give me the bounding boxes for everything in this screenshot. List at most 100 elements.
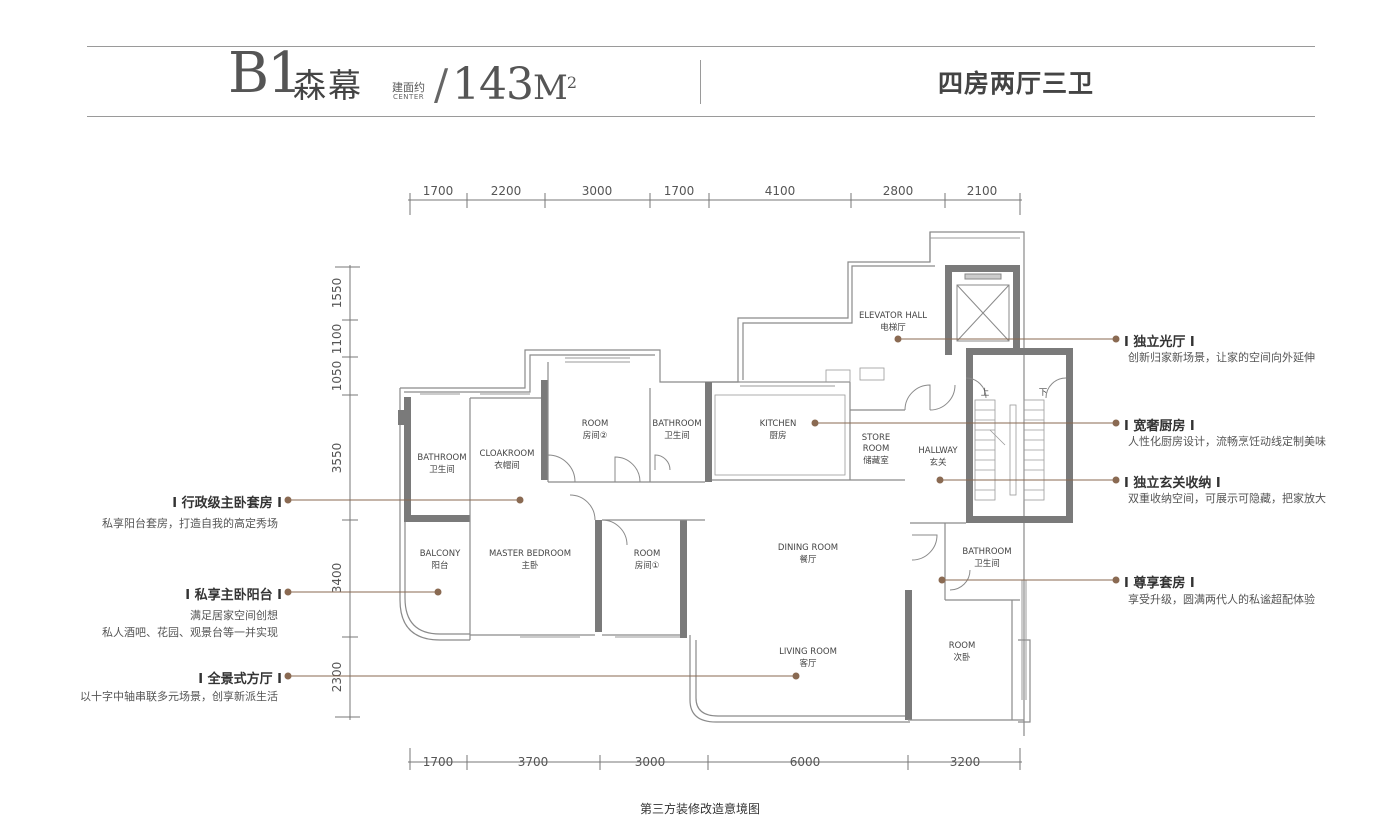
dim-top-6: 2100	[967, 184, 998, 198]
dim-left-4: 3400	[330, 563, 344, 594]
room2-cn: 房间②	[583, 430, 608, 441]
dim-top-3: 1700	[664, 184, 695, 198]
dining-cn: 餐厅	[799, 555, 817, 565]
dot-balcony	[434, 588, 442, 596]
area-number: 143	[452, 59, 534, 110]
elevator-shaft	[956, 273, 1010, 342]
bathroom2-cn: 卫生间	[429, 464, 455, 475]
dim-left-1: 1100	[330, 324, 344, 355]
feature-kitchen-desc: 人性化厨房设计，流畅烹饪动线定制美味	[1128, 435, 1326, 448]
dim-top-2: 3000	[582, 184, 613, 198]
stair-down: 下	[1039, 388, 1048, 398]
bathroom1-cn: 卫生间	[664, 430, 690, 441]
dim-bottom-2: 3000	[635, 755, 666, 769]
dim-bottom-1: 3700	[518, 755, 549, 769]
interior-walls	[469, 362, 1024, 721]
kitchen-en: KITCHEN	[760, 419, 797, 429]
dim-left-0: 1550	[330, 278, 344, 309]
balcony-cn: 阳台	[431, 560, 448, 571]
feature-balcony-desc2: 私人酒吧、花园、观景台等一并实现	[102, 626, 278, 639]
dot-kitchen	[811, 419, 819, 427]
windows	[420, 237, 1027, 700]
kitchen-counter	[714, 367, 885, 476]
dot-living	[792, 672, 800, 680]
store-en1: STORE	[862, 433, 891, 443]
elevator-hall-en: ELEVATOR HALL	[859, 311, 927, 321]
dim-top-0: 1700	[423, 184, 454, 198]
feature-suite-title: I 尊享套房 I	[1124, 576, 1195, 591]
master-bedroom-cn: 主卧	[521, 560, 539, 571]
title-slash: /	[434, 60, 449, 109]
title-separator	[700, 60, 701, 104]
area-value: 143M2	[452, 59, 577, 113]
dim-top-4: 4100	[765, 184, 796, 198]
structural-walls	[398, 265, 1073, 720]
hallway-cn: 玄关	[929, 457, 947, 468]
living-en: LIVING ROOM	[779, 647, 837, 657]
caption: 第三方装修改造意境图	[639, 802, 760, 816]
bathroom1-en: BATHROOM	[652, 419, 701, 429]
feature-light-hall-desc: 创新归家新场景，让家的空间向外延伸	[1128, 351, 1315, 364]
room2-en: ROOM	[582, 419, 609, 429]
area-label-cn: 建面约	[392, 81, 425, 94]
dim-left-2: 1050	[330, 361, 344, 392]
bathroom2-en: BATHROOM	[417, 453, 466, 463]
master-bedroom-en: MASTER BEDROOM	[489, 549, 571, 559]
feature-master-title: I 行政级主卧套房 I	[172, 496, 282, 511]
dim-top-1: 2200	[491, 184, 522, 198]
callout-leaders	[284, 335, 1120, 680]
area-sup: 2	[566, 73, 577, 92]
feature-balcony-title: I 私享主卧阳台 I	[185, 588, 282, 603]
feature-light-hall-title: I 独立光厅 I	[1124, 335, 1195, 350]
dim-bottom-4: 3200	[950, 755, 981, 769]
feature-living-title: I 全景式方厅 I	[198, 672, 282, 687]
balcony-en: BALCONY	[420, 549, 461, 559]
cloakroom-en: CLOAKROOM	[480, 449, 535, 459]
kitchen-cn: 厨房	[769, 430, 786, 441]
header-bottom-rule	[87, 116, 1315, 117]
area-label-en: CENTER	[393, 93, 425, 101]
dimension-lines	[335, 193, 1022, 770]
store-cn: 储藏室	[863, 455, 889, 466]
stair-up: 上	[981, 388, 990, 398]
hallway-en: HALLWAY	[918, 446, 958, 456]
feature-living-desc: 以十字中轴串联多元场景，创享新派生活	[80, 690, 278, 703]
room-labels: ELEVATOR HALL 电梯厅 ROOM 房间② BATHROOM 卫生间 …	[417, 311, 1047, 669]
feature-balcony-desc1: 满足居家空间创想	[190, 609, 278, 622]
feature-hallway-desc: 双重收纳空间，可展示可隐藏，把家放大	[1128, 492, 1326, 505]
header-top-rule	[87, 46, 1315, 47]
dot-light-hall	[894, 335, 902, 343]
door-swings	[547, 377, 1067, 591]
room1-cn: 房间①	[635, 560, 660, 571]
room1-en: ROOM	[634, 549, 661, 559]
room3-cn: 次卧	[953, 652, 971, 663]
layout-type: 四房两厅三卫	[938, 69, 1095, 98]
dim-left-3: 3550	[330, 443, 344, 474]
dimension-labels: 1700 2200 3000 1700 4100 2800 2100 1700 …	[330, 184, 997, 769]
dim-top-5: 2800	[883, 184, 914, 198]
feature-master-desc: 私享阳台套房，打造自我的高定秀场	[102, 517, 278, 530]
living-cn: 客厅	[799, 658, 817, 669]
cloakroom-cn: 衣帽间	[494, 460, 520, 471]
dining-en: DINING ROOM	[778, 543, 838, 553]
outer-outline	[399, 231, 1031, 736]
model-name: 森幕	[293, 66, 363, 105]
bathroom3-en: BATHROOM	[962, 547, 1011, 557]
stairwell	[974, 399, 1045, 501]
bathroom3-cn: 卫生间	[974, 558, 1000, 569]
feature-hallway-title: I 独立玄关收纳 I	[1124, 476, 1221, 491]
dim-bottom-0: 1700	[423, 755, 454, 769]
dot-suite	[938, 576, 946, 584]
feature-suite-desc: 享受升级，圆满两代人的私谧超配体验	[1128, 593, 1315, 606]
dim-bottom-3: 6000	[790, 755, 821, 769]
area-unit: M	[532, 68, 568, 108]
dot-master	[516, 496, 524, 504]
elevator-hall-cn: 电梯厅	[880, 322, 906, 333]
store-en2: ROOM	[863, 444, 890, 454]
feature-kitchen-title: I 宽奢厨房 I	[1124, 419, 1195, 434]
model-code: B1	[228, 41, 303, 106]
dim-left-5: 2300	[330, 662, 344, 693]
dot-hallway	[936, 476, 944, 484]
room3-en: ROOM	[949, 641, 976, 651]
